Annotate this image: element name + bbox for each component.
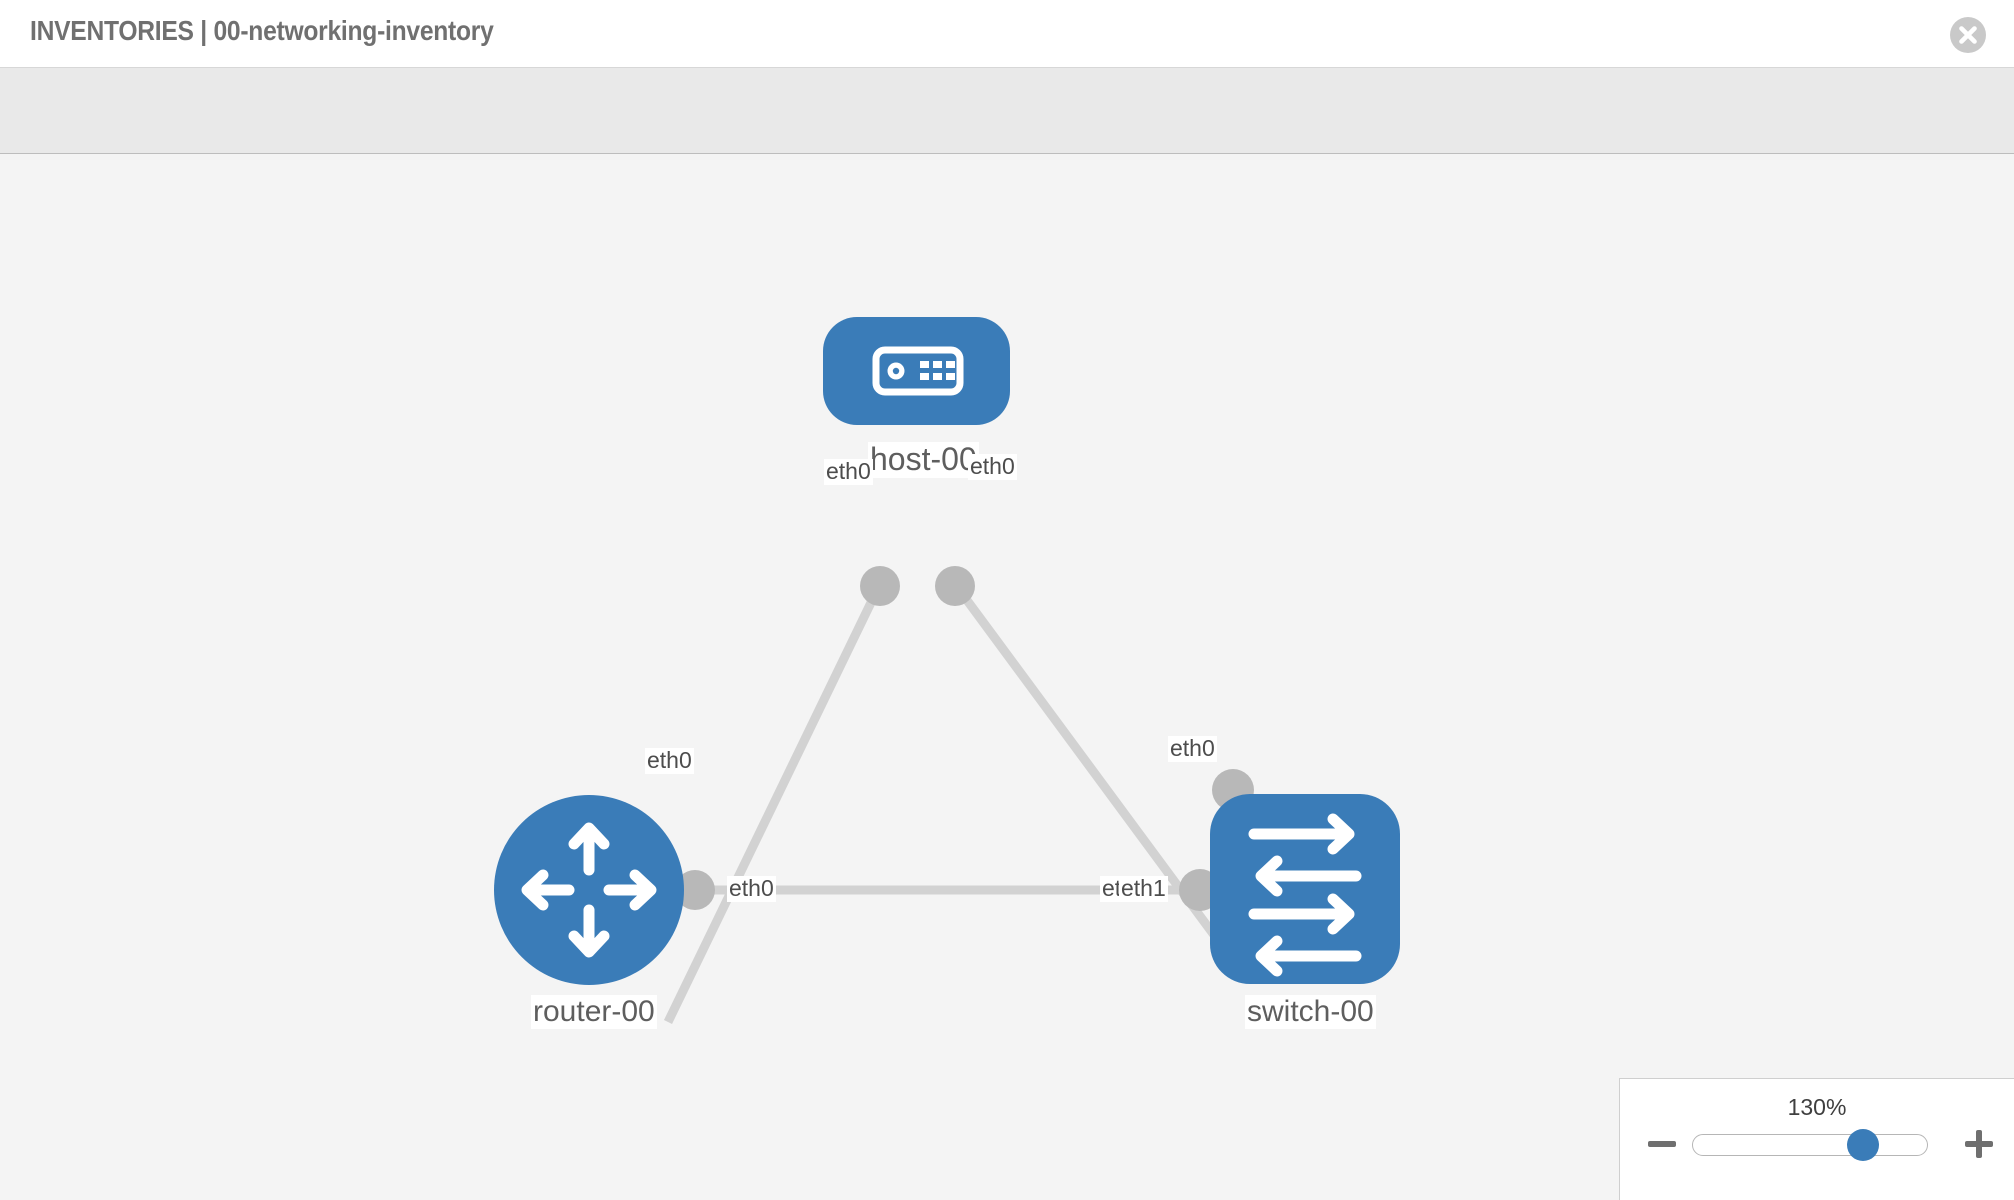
- node-switch-00[interactable]: [1210, 794, 1400, 984]
- interface-label-switch-up: eth0: [1168, 735, 1217, 762]
- zoom-slider-thumb[interactable]: [1847, 1129, 1879, 1161]
- interface-label-router-right: eth0: [727, 875, 776, 902]
- close-icon[interactable]: [1950, 17, 1986, 53]
- interface-label-host-left: eth0: [824, 458, 873, 485]
- zoom-slider-track[interactable]: [1692, 1134, 1928, 1156]
- node-label-host: host-00: [868, 441, 979, 478]
- interface-dot-host-right[interactable]: [935, 566, 975, 606]
- topology-interfaces: [675, 566, 1254, 911]
- toolbar: ACTIONS SEARC: [0, 68, 2014, 205]
- node-host-00[interactable]: [823, 317, 1010, 425]
- interface-label-switch-left-b: eth1: [1119, 875, 1168, 902]
- router-arrows-icon: [521, 822, 657, 958]
- interface-label-host-right: eth0: [968, 453, 1017, 480]
- node-label-router: router-00: [531, 995, 657, 1029]
- node-label-switch: switch-00: [1245, 995, 1376, 1029]
- link-host-router[interactable]: [663, 582, 885, 1024]
- topology-links: [663, 581, 1232, 1024]
- page-header: INVENTORIES | 00-networking-inventory: [0, 0, 2014, 68]
- interface-dot-router-right[interactable]: [675, 870, 715, 910]
- zoom-level-value: 130%: [1787, 1094, 1847, 1120]
- interface-label-router-up: eth0: [645, 747, 694, 774]
- switch-arrows-icon: [1248, 813, 1362, 977]
- topology-canvas[interactable]: host-00 router-00 switch-00 eth0 eth0 et…: [0, 154, 2014, 1200]
- plus-icon[interactable]: [1962, 1127, 1996, 1161]
- interface-dot-host-left[interactable]: [860, 566, 900, 606]
- node-router-00[interactable]: [494, 795, 684, 985]
- topology-graph: [494, 317, 1400, 1024]
- minus-icon[interactable]: [1645, 1127, 1679, 1161]
- zoom-control-panel: 130%: [1619, 1078, 2014, 1200]
- server-icon: [872, 346, 964, 396]
- page-title: INVENTORIES | 00-networking-inventory: [30, 15, 494, 46]
